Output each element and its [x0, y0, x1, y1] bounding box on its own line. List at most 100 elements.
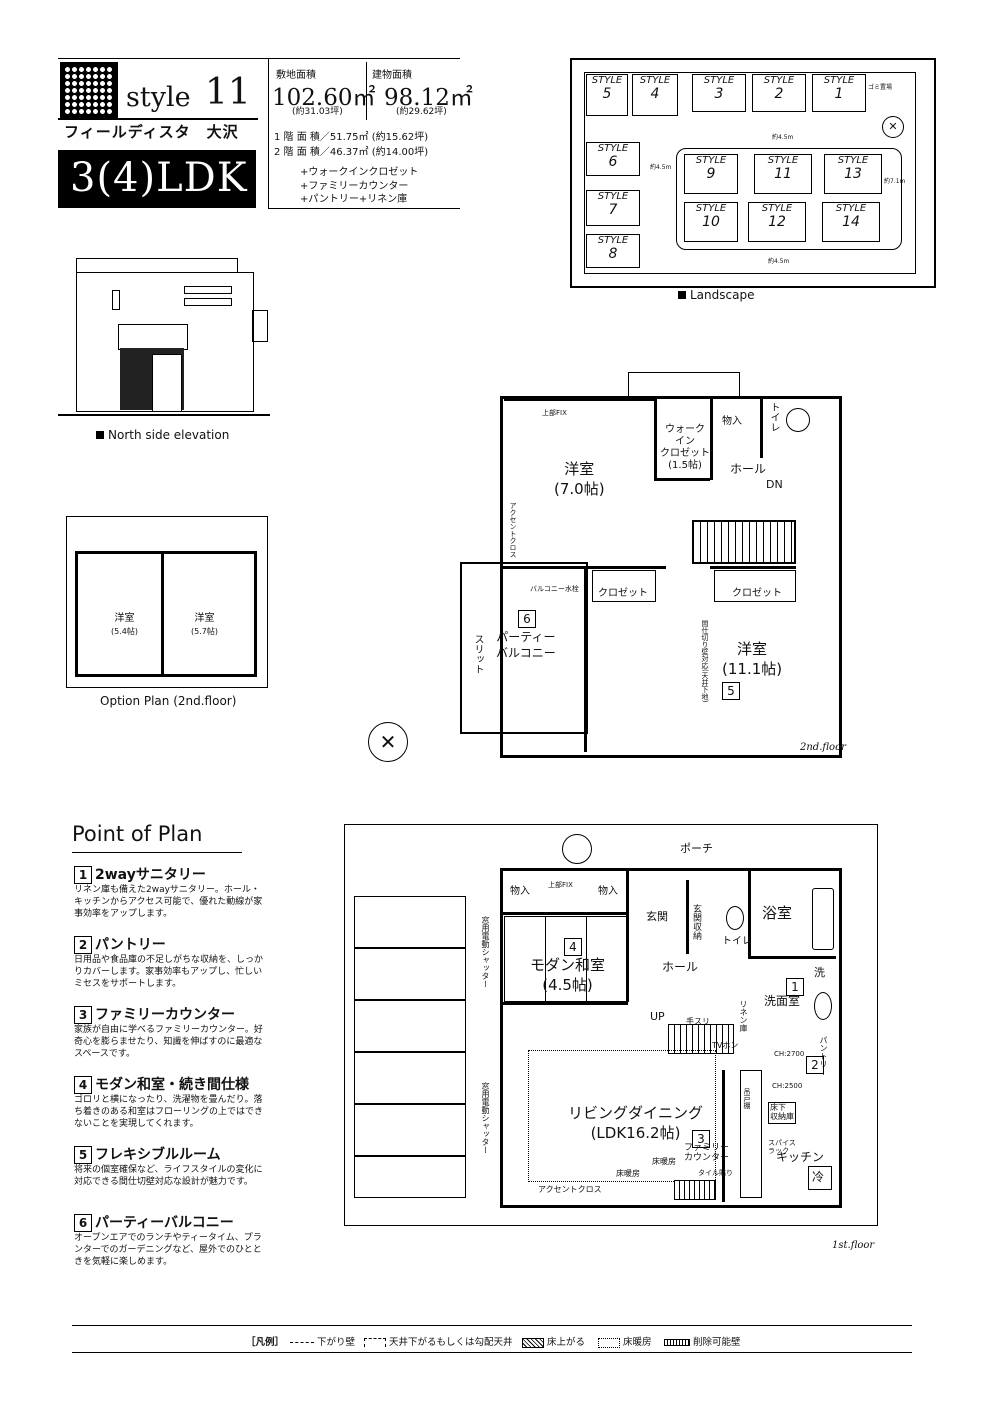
- toilet-icon: [786, 408, 810, 432]
- option-plan-drawing: 洋室(5.4帖) 洋室(5.7帖): [66, 516, 268, 688]
- style-word: style: [126, 82, 191, 113]
- shutter-label: 窓用電動シャッター: [481, 1082, 490, 1154]
- road-width: 約7.1m: [884, 178, 906, 185]
- counter-number: 3: [692, 1130, 713, 1148]
- point-5-body: 将来の個室確保など、ライフスタイルの変化に対応できる間仕切壁対応な設計が魅力です…: [74, 1165, 263, 1188]
- linen-label: リネン庫: [739, 1000, 748, 1032]
- closet-label: クロゼット: [732, 588, 782, 599]
- legend-item: 床上がる: [522, 1334, 585, 1348]
- tv-outlet-label: TVホン: [712, 1041, 739, 1050]
- compass-icon: ✕: [368, 722, 408, 762]
- japanese-room: モダン和室(4.5帖): [530, 956, 606, 994]
- kitchen-label: キッチン: [776, 1150, 825, 1164]
- washroom-label: 洗面室: [764, 994, 801, 1008]
- legend-item: 床暖房: [598, 1334, 652, 1348]
- second-floor-plan: 洋室(7.0帖) 上部FIX ウォーク イン クロゼット (1.5帖) 物入 ト…: [368, 370, 860, 770]
- option-plan-caption: Option Plan (2nd.floor): [100, 694, 237, 708]
- point-1-body: リネン庫も備えた2wayサニタリー。ホール・キッチンからアクセス可能で、優れた動…: [74, 885, 263, 920]
- building-area-value: 98.12㎡: [384, 85, 473, 111]
- point-of-plan-heading: Point of Plan: [72, 822, 203, 846]
- legend-title: ［凡例］: [246, 1337, 285, 1348]
- entrance-label: 玄関: [646, 910, 668, 923]
- bathtub-icon: [812, 888, 834, 950]
- brand-logo: [60, 62, 118, 118]
- tile-note: タイル貼り: [698, 1169, 733, 1177]
- legend-item: 下がり壁: [290, 1334, 355, 1348]
- feature-item: +パントリー+リネン庫: [300, 194, 408, 205]
- accent-cross-label: アクセントクロス: [538, 1185, 602, 1194]
- living-dining: リビングダイニング(LDK16.2帖): [568, 1104, 704, 1142]
- option-room-1: 洋室(5.4帖): [111, 613, 138, 636]
- option-room-2: 洋室(5.7帖): [191, 613, 218, 636]
- site-area-label: 敷地面積: [276, 70, 316, 81]
- landscape-caption: Landscape: [678, 288, 754, 302]
- first-floor-plan: ポーチ 物入 物入 上部FIX 玄関 玄関収納 トイレ 浴室 洗 4 モダン和室…: [340, 820, 880, 1260]
- toilet-icon: [726, 906, 744, 930]
- closet-label: クロゼット: [598, 588, 648, 599]
- kitchen-counter: [740, 1070, 762, 1198]
- toilet-label: トイレ: [768, 402, 779, 432]
- point-2-body: 日用品や食品庫の不足しがちな収納を、しっかりカバーします。家事効率もアップし、忙…: [74, 955, 264, 990]
- site-area-tsubo: (約31.03坪): [292, 107, 343, 117]
- point-6-body: オープンエアでのランチやティータイム、プランターでのガーデニングなど、屋外でのひ…: [74, 1233, 262, 1268]
- legend-item: 天井下がるもしくは勾配天井: [364, 1334, 513, 1348]
- road-width: 約4.5m: [650, 164, 672, 171]
- fridge-label: 冷: [812, 1170, 825, 1184]
- trash-area: ゴミ置場: [868, 84, 893, 91]
- pantry-number: 2: [806, 1056, 827, 1074]
- slit-label: スリット: [472, 634, 483, 674]
- western-room-1: 洋室(7.0帖): [554, 460, 605, 498]
- fridge-icon: [808, 1166, 832, 1190]
- party-balcony-number: 6: [518, 610, 539, 628]
- elevation-caption: North side elevation: [96, 428, 229, 442]
- site-area-value: 102.60㎡: [272, 85, 376, 111]
- porch-label: ポーチ: [680, 842, 713, 855]
- hall-label: ホール: [662, 960, 699, 974]
- shoe-closet-label: 玄関収納: [691, 904, 701, 940]
- north-elevation-drawing: [58, 250, 270, 422]
- hanging-cabinet-label: 吊戸棚: [743, 1088, 751, 1109]
- upper-fix-label: 上部FIX: [548, 881, 573, 889]
- ceiling-height-label: CH:2700: [774, 1050, 805, 1058]
- floor2-area: 2 階 面 積／46.37㎡ (約14.00坪): [274, 147, 429, 158]
- feature-item: +ファミリーカウンター: [300, 180, 409, 192]
- bathroom-label: 浴室: [762, 904, 793, 922]
- storage-label: 物入: [598, 886, 618, 897]
- washbasin-icon: [814, 992, 832, 1020]
- partition-note: 間仕切り壁対応(天井下地): [701, 620, 709, 703]
- party-balcony: パーティー バルコニー: [496, 630, 556, 660]
- project-name: フィールディスタ 大沢: [64, 123, 239, 141]
- washer-label: 洗: [814, 966, 825, 979]
- family-counter: ファミリー カウンター: [684, 1143, 730, 1163]
- floor1-area: 1 階 面 積／51.75㎡ (約15.62坪): [274, 132, 429, 143]
- floor1-caption: 1st.floor: [832, 1240, 875, 1251]
- building-area-label: 建物面積: [372, 70, 412, 81]
- feature-item: +ウォークインクロゼット: [300, 167, 419, 178]
- ceiling-height-label: CH:2500: [772, 1082, 803, 1090]
- road-width: 約4.5m: [772, 134, 794, 141]
- layout-type-banner: [58, 150, 256, 208]
- washroom-number: 1: [786, 978, 807, 996]
- japanese-room-number: 4: [564, 938, 585, 956]
- plant-icon: [562, 834, 592, 864]
- road-width: 約4.5m: [768, 258, 790, 265]
